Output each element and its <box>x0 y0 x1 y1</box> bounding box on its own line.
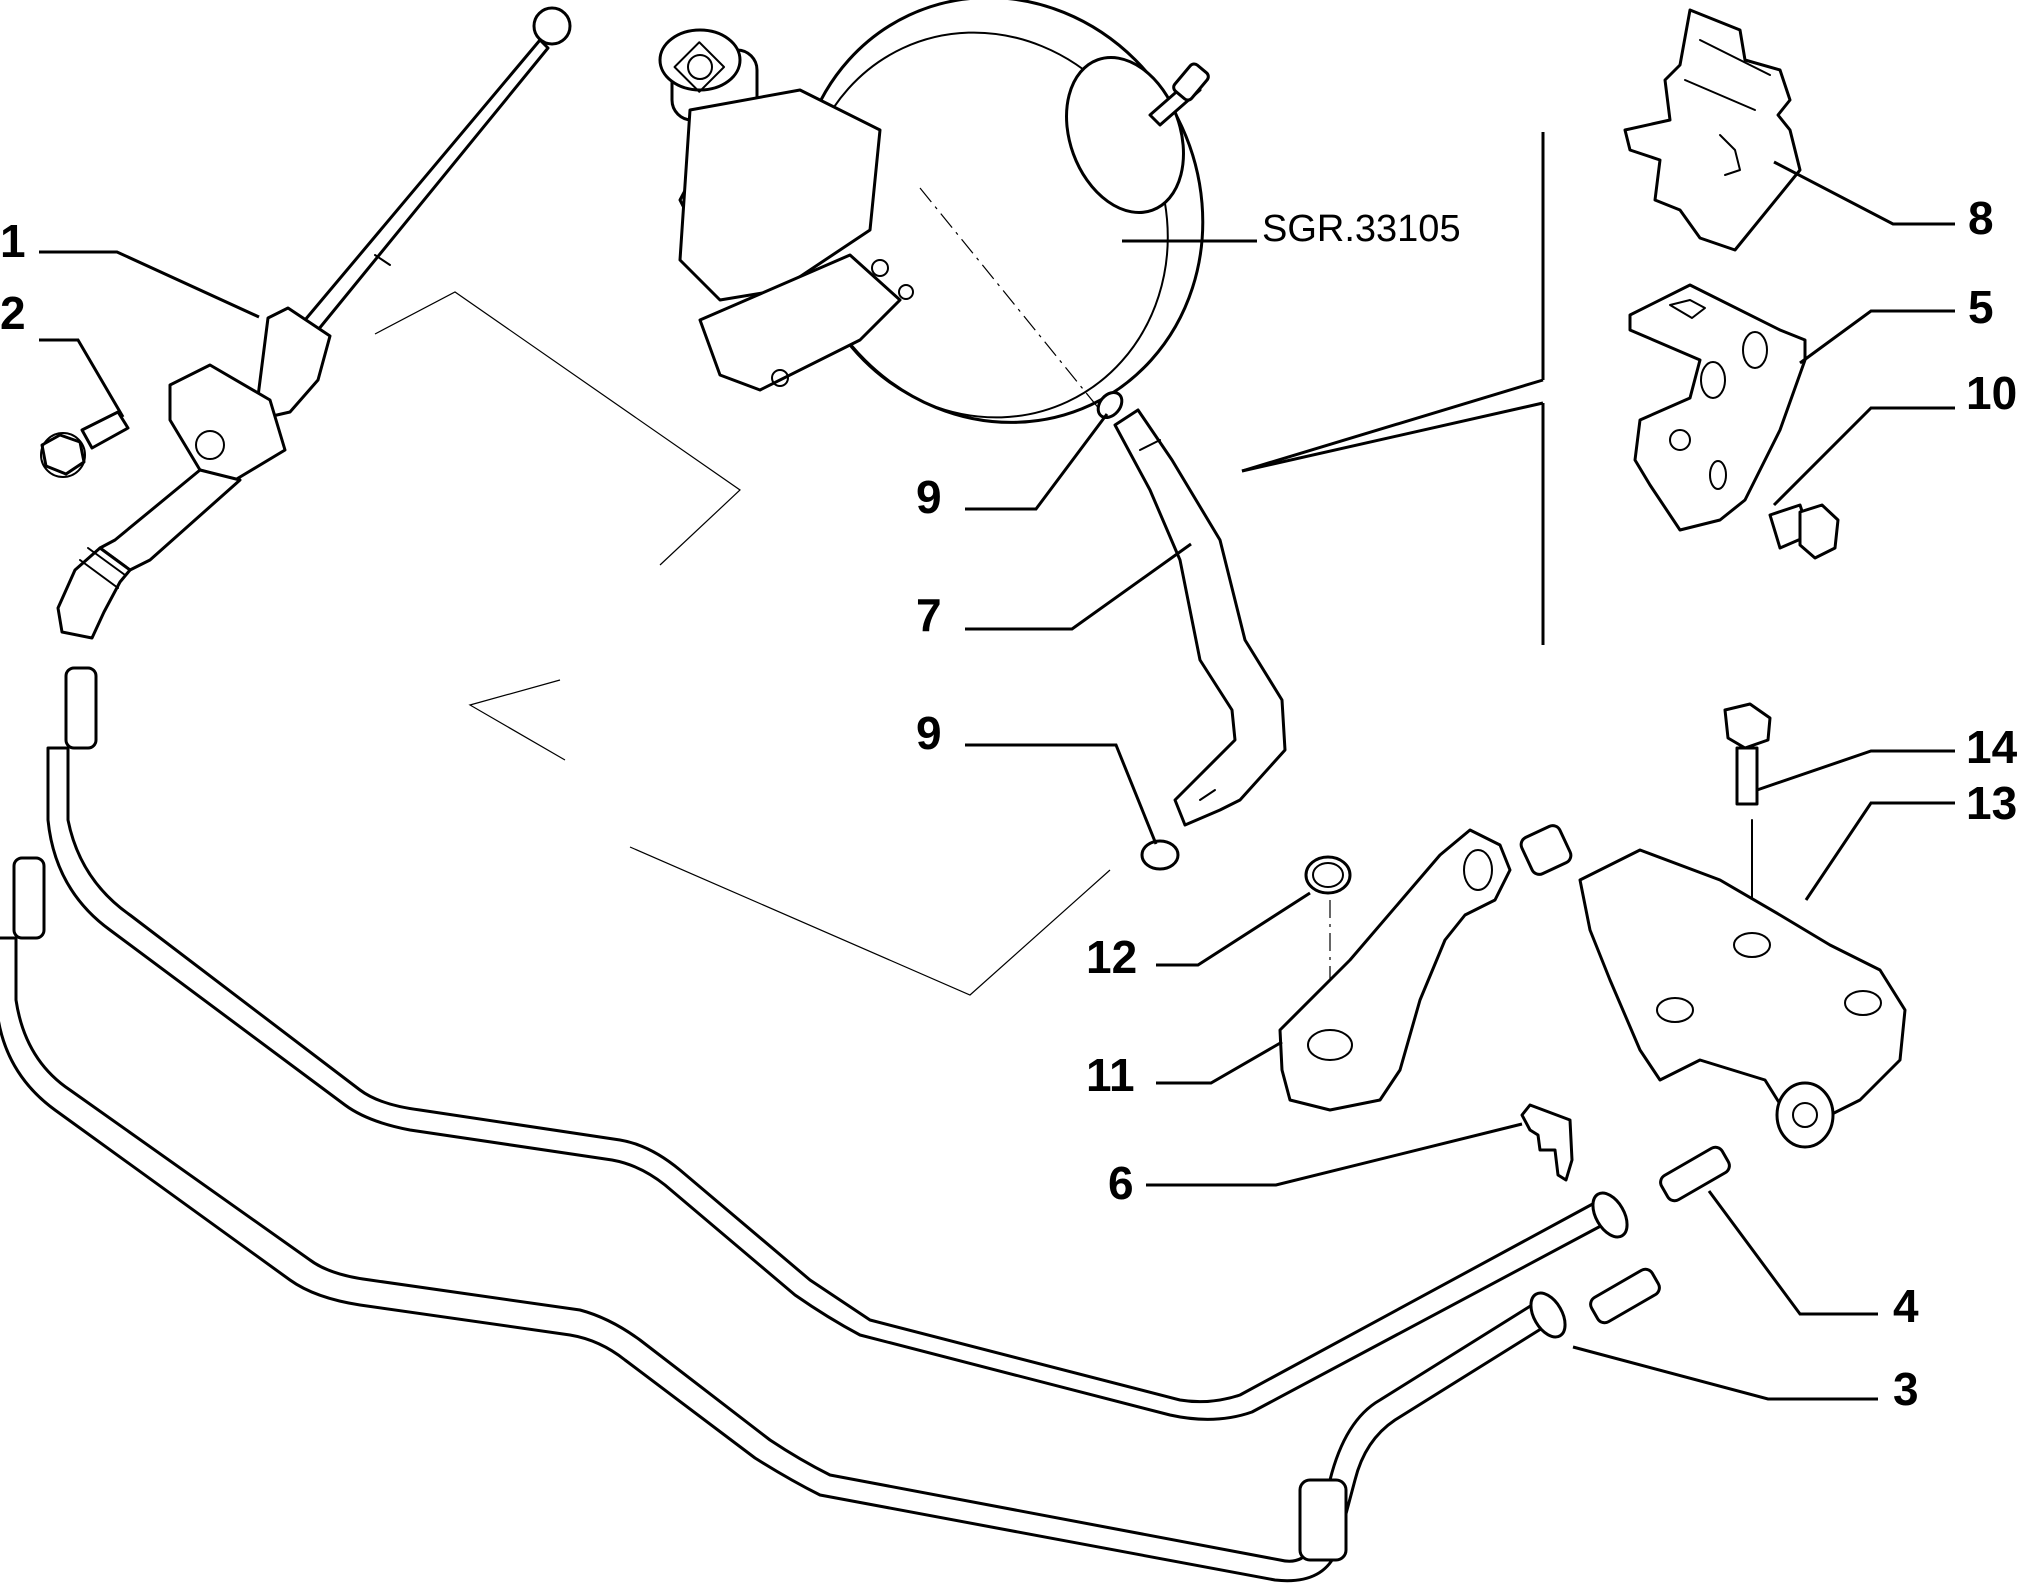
callout-7: 7 <box>916 589 942 641</box>
pipe-bracket <box>1628 283 1807 532</box>
bracket-lines <box>1241 132 1545 645</box>
leader-8 <box>1773 160 1955 226</box>
leader-lines <box>39 160 1955 1401</box>
leader-10 <box>1772 406 1955 507</box>
leader-6 <box>1146 1122 1523 1187</box>
brake-servo-assembly <box>658 0 1210 424</box>
leader-7 <box>965 542 1192 631</box>
hydraulic-pipe-lower <box>0 856 1661 1583</box>
hose-clamp-lower <box>1140 839 1180 871</box>
release-lever <box>1278 828 1512 1112</box>
callout-2: 2 <box>0 287 26 339</box>
callout-10: 10 <box>1966 367 2018 419</box>
phantom-outline <box>374 291 1111 996</box>
callout-9-upper: 9 <box>916 471 942 523</box>
clutch-slave-cylinder <box>1519 824 1907 1149</box>
callout-4: 4 <box>1893 1280 1919 1332</box>
callout-9-lower: 9 <box>916 707 942 759</box>
flange-bolt <box>40 410 130 478</box>
reference-code: SGR.33105 <box>1262 208 1461 250</box>
callout-5: 5 <box>1968 281 1994 333</box>
leader-12 <box>1156 891 1311 967</box>
callout-8: 8 <box>1968 192 1994 244</box>
hydraulic-pipe-upper <box>46 666 1731 1421</box>
leader-3 <box>1572 1345 1878 1401</box>
callout-14: 14 <box>1966 721 2018 773</box>
callout-1: 1 <box>0 215 26 267</box>
leader-4 <box>1707 1190 1878 1316</box>
hex-bolt <box>1768 503 1840 560</box>
leader-11 <box>1156 1040 1283 1085</box>
leader-14 <box>1756 749 1955 792</box>
callout-13: 13 <box>1966 777 2018 829</box>
callout-12: 12 <box>1086 931 1138 983</box>
leader-9-upper <box>965 413 1109 511</box>
callout-11: 11 <box>1086 1049 1135 1101</box>
hose-clamp-upper <box>1096 390 1124 420</box>
slave-cylinder-bolt <box>1723 702 1772 806</box>
retaining-ring <box>1304 855 1352 895</box>
pipe-retaining-clip <box>1623 8 1802 252</box>
callout-6: 6 <box>1108 1157 1134 1209</box>
leader-5 <box>1799 309 1955 365</box>
leader-1 <box>39 250 260 319</box>
reservoir-feed-hose <box>1113 408 1287 827</box>
leader-2 <box>39 338 125 418</box>
leader-13 <box>1804 801 1955 901</box>
leader-9-lower <box>965 743 1158 845</box>
pipe-fork-clip <box>1520 1103 1574 1182</box>
clutch-master-cylinder <box>56 6 572 640</box>
callout-3: 3 <box>1893 1363 1919 1415</box>
